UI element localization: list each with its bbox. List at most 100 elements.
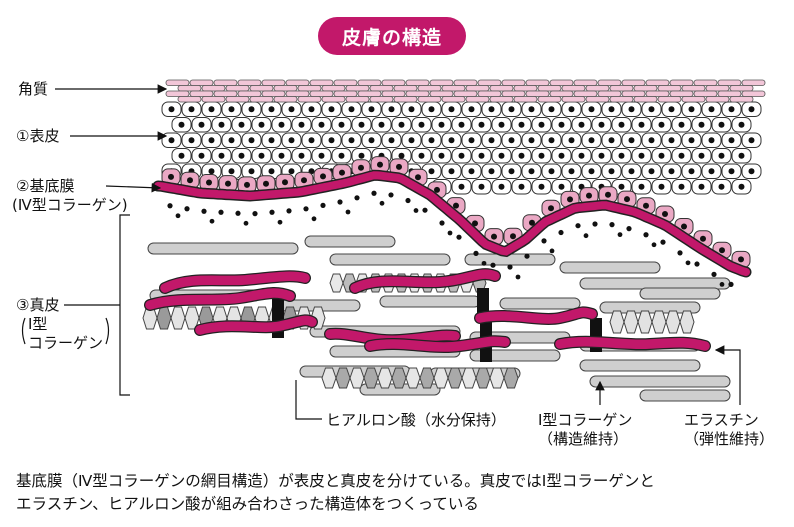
- cell-nucleus: [558, 183, 565, 190]
- horny-cell: [633, 96, 658, 103]
- hyaluronic-acid-unit: [391, 367, 407, 389]
- horny-cell: [705, 96, 730, 103]
- cell-nucleus: [718, 121, 725, 128]
- horny-cell: [393, 85, 418, 92]
- nucleus: [371, 190, 377, 196]
- nucleus: [439, 220, 445, 226]
- basal-cell-nucleus: [624, 196, 630, 203]
- cell-nucleus: [738, 121, 745, 128]
- horny-cell: [561, 85, 586, 92]
- horny-cell: [621, 79, 646, 86]
- cell-nucleus: [488, 168, 495, 175]
- basal-cell-nucleus: [282, 179, 288, 186]
- horny-cell: [177, 96, 202, 103]
- hyaluronic-acid-unit: [156, 306, 172, 330]
- horny-cell: [717, 79, 742, 86]
- title-badge: 皮膚の構造: [318, 17, 466, 55]
- horny-cell: [333, 90, 358, 97]
- nucleus: [303, 206, 309, 212]
- basal-cell-nucleus: [339, 169, 345, 176]
- nucleus: [524, 253, 530, 259]
- nucleus: [337, 199, 343, 205]
- hyaluronic-acid-unit: [377, 367, 393, 389]
- cell-nucleus: [348, 137, 355, 144]
- horny-cell: [237, 90, 262, 97]
- nucleus: [354, 195, 360, 201]
- cell-nucleus: [448, 137, 455, 144]
- cell-nucleus: [478, 183, 485, 190]
- collagen-fiber: [639, 389, 731, 402]
- horny-cell: [417, 96, 442, 103]
- cell-nucleus: [458, 183, 465, 190]
- horny-cell: [645, 79, 670, 86]
- cell-nucleus: [258, 121, 265, 128]
- cell-nucleus: [258, 152, 265, 159]
- cell-nucleus: [588, 106, 595, 113]
- horny-cell: [189, 79, 214, 86]
- label-dermis-sub1: Ⅰ型: [28, 315, 48, 333]
- cell-nucleus: [638, 121, 645, 128]
- cell-nucleus: [358, 121, 365, 128]
- cell-nucleus: [648, 106, 655, 113]
- cell-nucleus: [358, 152, 365, 159]
- horny-cell: [549, 90, 574, 97]
- cell-nucleus: [668, 168, 675, 175]
- cell-nucleus: [298, 121, 305, 128]
- cell-nucleus: [508, 106, 515, 113]
- horny-cell: [189, 90, 214, 97]
- horny-cell: [477, 90, 502, 97]
- horny-cell: [213, 79, 238, 86]
- horny-cell: [321, 96, 346, 103]
- basal-cell-nucleus: [681, 223, 687, 230]
- cell-nucleus: [618, 183, 625, 190]
- cell-nucleus: [468, 137, 475, 144]
- horny-cell: [213, 90, 238, 97]
- nucleus: [286, 208, 292, 214]
- cell-nucleus: [728, 168, 735, 175]
- basal-cell-nucleus: [700, 235, 706, 242]
- horny-cell: [369, 96, 394, 103]
- nucleus: [575, 223, 581, 229]
- horny-cell: [405, 79, 430, 86]
- nucleus: [388, 192, 394, 198]
- hyaluronic-acid-unit: [503, 367, 519, 389]
- cell-nucleus: [728, 137, 735, 144]
- cell-nucleus: [528, 137, 535, 144]
- horny-cell: [693, 90, 718, 97]
- nucleus: [235, 210, 241, 216]
- cell-nucleus: [678, 121, 685, 128]
- cell-nucleus: [278, 121, 285, 128]
- cell-nucleus: [318, 152, 325, 159]
- cell-nucleus: [268, 168, 275, 175]
- collagen-fiber: [589, 375, 731, 388]
- horny-cell: [453, 90, 478, 97]
- basal-cell-nucleus: [643, 202, 649, 209]
- cell-nucleus: [638, 152, 645, 159]
- cell-nucleus: [558, 121, 565, 128]
- cell-nucleus: [558, 152, 565, 159]
- cell-nucleus: [478, 121, 485, 128]
- horny-cell: [741, 90, 766, 97]
- cell-nucleus: [298, 152, 305, 159]
- collagen-fiber: [579, 359, 701, 372]
- basal-cell-nucleus: [396, 163, 402, 170]
- nucleus: [711, 271, 717, 277]
- label-horny-layer: 角質: [18, 80, 49, 98]
- cell-nucleus: [288, 137, 295, 144]
- horny-cell: [465, 96, 490, 103]
- hyaluronic-acid-unit: [637, 310, 653, 334]
- hyaluronic-acid-unit: [447, 367, 463, 389]
- cell-nucleus: [638, 183, 645, 190]
- cell-nucleus: [458, 152, 465, 159]
- nucleus: [167, 203, 173, 209]
- paren-right: [105, 317, 110, 345]
- cell-nucleus: [498, 152, 505, 159]
- cell-nucleus: [468, 168, 475, 175]
- cell-nucleus: [738, 183, 745, 190]
- horny-cell: [537, 96, 562, 103]
- basal-cell-nucleus: [529, 219, 535, 226]
- label-epidermis: ①表皮: [16, 127, 60, 145]
- horny-cell: [525, 90, 550, 97]
- cell-nucleus: [518, 152, 525, 159]
